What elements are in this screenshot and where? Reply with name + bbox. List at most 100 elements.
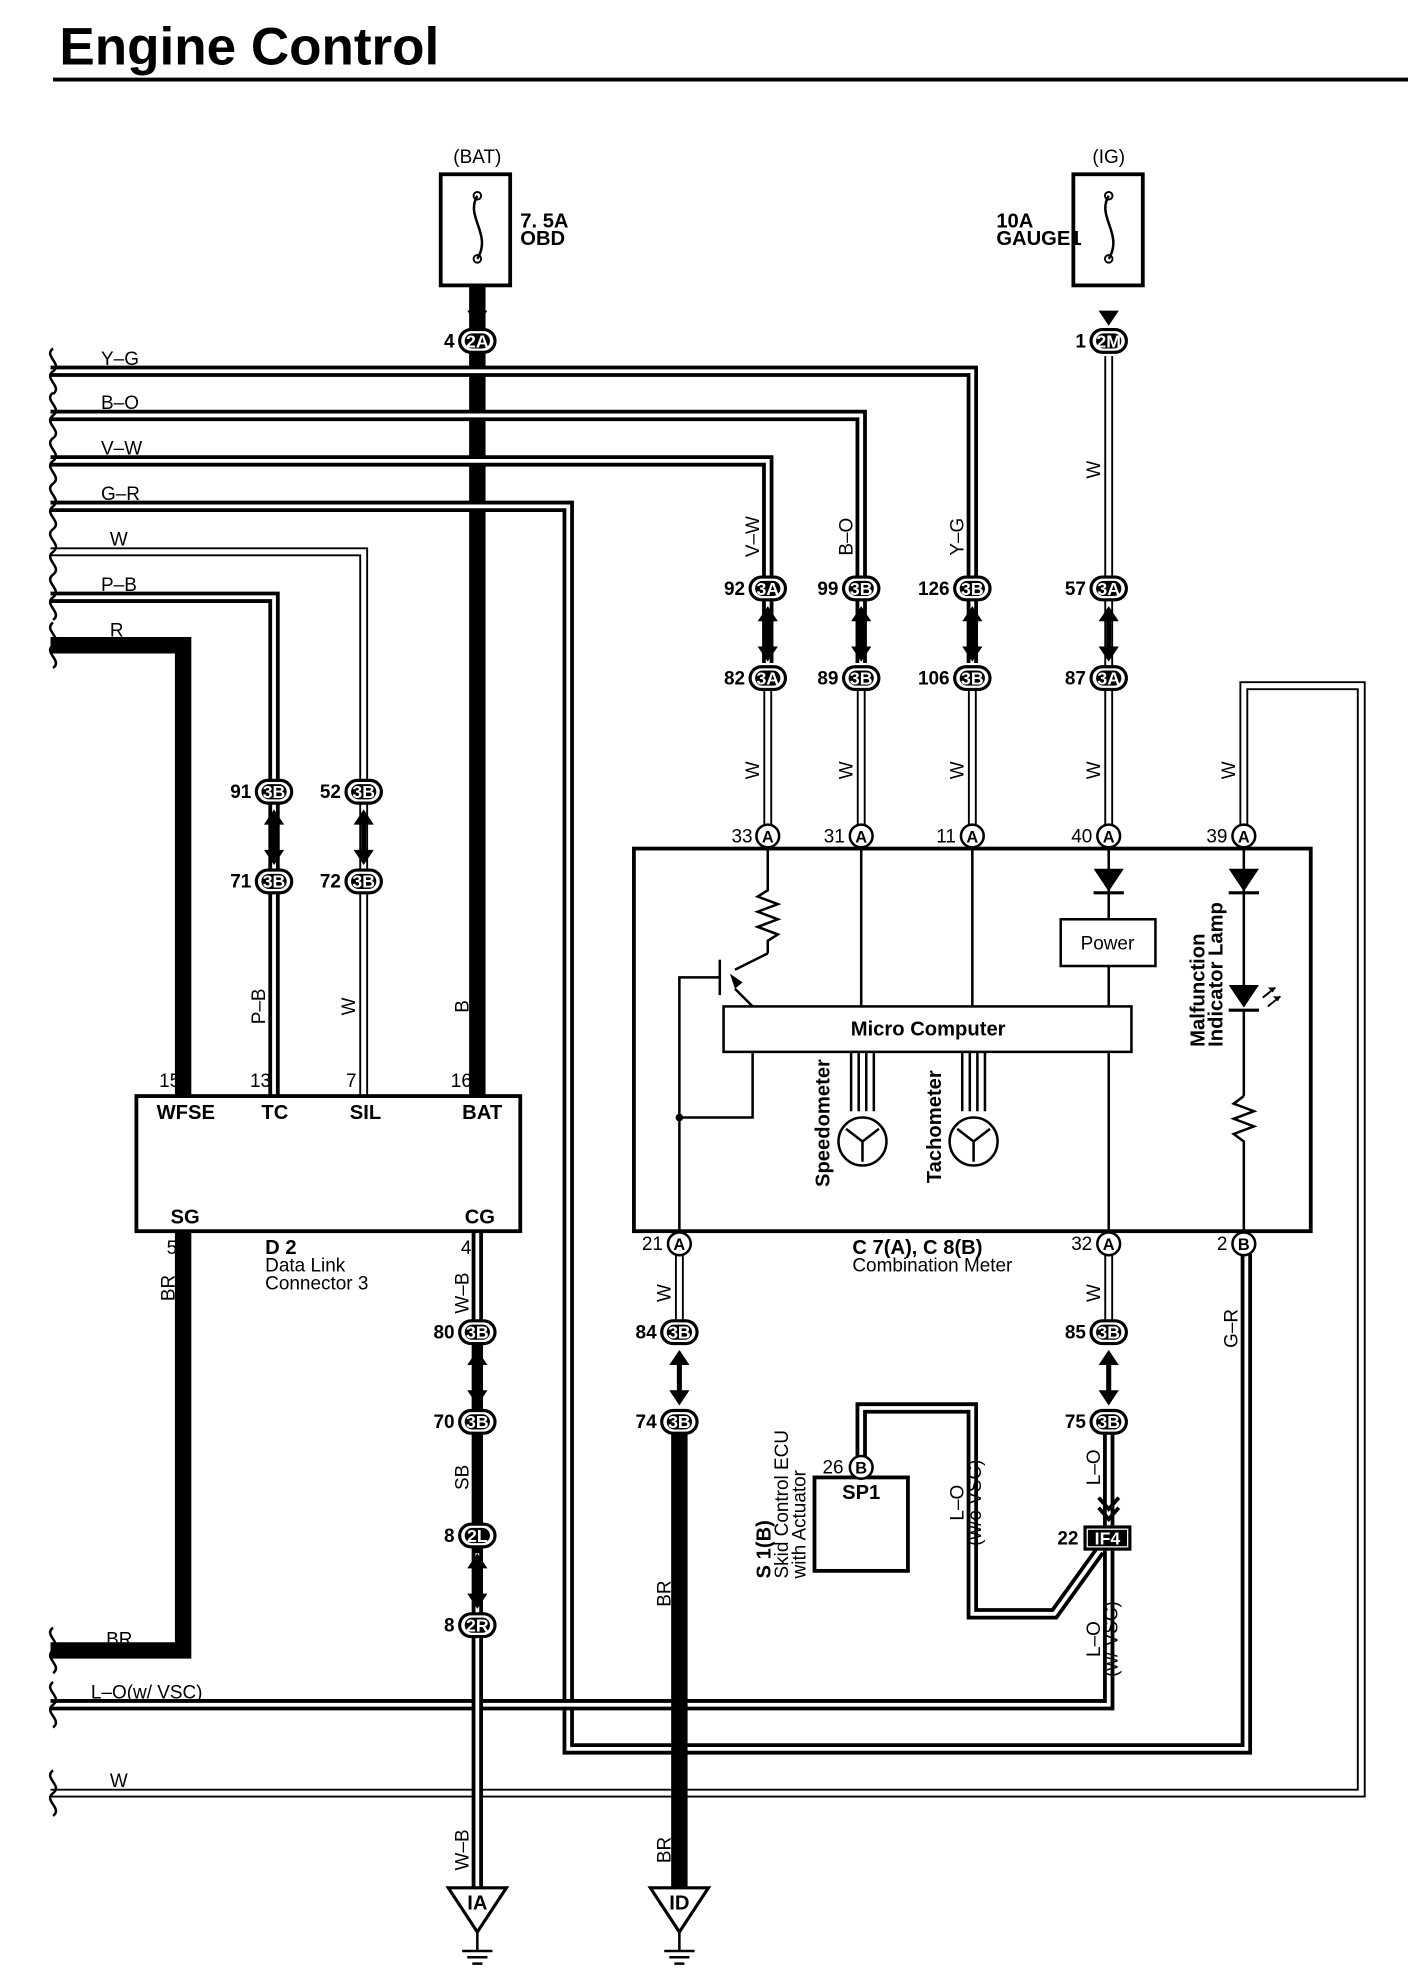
connector-code: 3B xyxy=(263,782,286,802)
connector-code: 3B xyxy=(352,782,375,802)
connector-code: 3B xyxy=(1097,1323,1120,1343)
connector-code: 3B xyxy=(668,1412,691,1432)
wire-label-yg: Y–G xyxy=(947,518,968,556)
wire-label-lo-top: L–O xyxy=(1084,1449,1105,1485)
meter-pin-2: B xyxy=(1231,1231,1257,1257)
wire-label-lo-w: L–O xyxy=(1084,1621,1105,1657)
dlc-pin-num-15: 15 xyxy=(159,1071,180,1092)
connector-52-3b: 3B 52 xyxy=(320,778,383,805)
meter-pin-40: A xyxy=(1096,823,1122,849)
meter-name: Combination Meter xyxy=(852,1256,1012,1277)
micro-computer-label: Micro Computer xyxy=(851,1018,1006,1040)
connector-pin-number: 22 xyxy=(1057,1528,1078,1549)
chevron-down-icon xyxy=(1097,1506,1121,1522)
diode-icon-mil xyxy=(1228,868,1259,892)
wire-label-v-w: V–W xyxy=(101,439,142,460)
diode-icon-power xyxy=(1093,868,1124,892)
connector-80-3b: 3B 80 xyxy=(434,1319,497,1346)
wire-label-l-o-vsc: L–O(w/ VSC) xyxy=(91,1682,203,1703)
meter-pin-num-32: 32 xyxy=(1071,1234,1092,1255)
tachometer-icon xyxy=(948,1116,999,1167)
wire-break-icon xyxy=(48,391,58,440)
arrow-down-icon xyxy=(263,849,285,865)
wire-label-y-g: Y–G xyxy=(101,349,139,370)
connector-pin-number: 89 xyxy=(817,668,838,689)
wire-label-w32: W xyxy=(1084,1284,1105,1302)
connector-pin-number: 52 xyxy=(320,782,341,803)
wire-label-br-left: BR xyxy=(158,1275,179,1301)
connector-4-2a: 2A4 xyxy=(444,328,497,354)
wire-label-w31: W xyxy=(836,761,857,779)
connector-code: 3B xyxy=(850,579,873,599)
chevron-down-icon xyxy=(1097,1496,1121,1512)
connector-pin-number: 74 xyxy=(636,1412,658,1433)
wire-break-icon xyxy=(48,347,58,395)
meter-pin-num-33: 33 xyxy=(732,826,753,847)
meter-pin-num-31: 31 xyxy=(824,826,845,847)
connector-pin-number: 8 xyxy=(444,1526,455,1547)
fuse-gauge1-source: (IG) xyxy=(1092,147,1125,168)
connector-57-3a: 3A 57 xyxy=(1065,575,1128,602)
svg-text:A: A xyxy=(673,1236,685,1254)
skid-name-2: with Actuator xyxy=(790,1470,811,1579)
transistor-emitter-icon xyxy=(729,973,743,989)
arrow-down-icon xyxy=(1098,646,1119,662)
meter-pin-num-2: 2 xyxy=(1217,1234,1228,1255)
connector-pin-number: 80 xyxy=(434,1323,455,1344)
connector-pin-number: 87 xyxy=(1065,668,1086,689)
ground-ia-label: IA xyxy=(467,1892,488,1914)
meter-pin-num-39: 39 xyxy=(1206,826,1227,847)
connector-code: 2R xyxy=(466,1615,489,1635)
connector-pin-number: 57 xyxy=(1065,579,1086,600)
meter-pin-39: A xyxy=(1231,823,1257,849)
left-wire-labels: Y–G B–O V–W G–R W P–B R BR L–O(w/ VSC) W xyxy=(91,349,203,1792)
connector-pin-number: 82 xyxy=(724,668,745,689)
ground-id-label: ID xyxy=(669,1892,689,1914)
wire-label-b-o: B–O xyxy=(101,393,139,414)
meter-pin-num-11: 11 xyxy=(936,826,956,847)
wire-break-icon xyxy=(48,1769,58,1817)
connector-8-2r: 2R8 xyxy=(444,1612,497,1639)
mil-label-1: Malfunction xyxy=(1188,934,1210,1047)
svg-text:B: B xyxy=(1238,1236,1250,1254)
connector-code: 3B xyxy=(961,668,984,688)
wire-label-gr-right: G–R xyxy=(1222,1309,1243,1348)
connector-code: 3B xyxy=(263,872,286,892)
dlc-pin-num-16: 16 xyxy=(451,1071,472,1092)
speedometer-icon xyxy=(837,1116,888,1167)
dlc-pin-num-4: 4 xyxy=(461,1238,472,1259)
connector-pin-number: 91 xyxy=(230,782,251,803)
connector-pin-number: 70 xyxy=(434,1412,455,1433)
meter-pin-num-40: 40 xyxy=(1071,826,1092,847)
connector-pin-number: 75 xyxy=(1065,1412,1086,1433)
connector-code: 3B xyxy=(466,1323,489,1343)
dlc-pin-cg: CG xyxy=(465,1207,495,1229)
wire-break-icon xyxy=(48,573,58,622)
connector-code: 3A xyxy=(1097,579,1120,599)
dlc-pin-bat: BAT xyxy=(462,1102,503,1124)
arrow-down-icon xyxy=(1098,1390,1119,1406)
wire-break-icon xyxy=(48,482,58,531)
arrow-down-icon xyxy=(669,1390,690,1406)
dlc-pin-sg: SG xyxy=(170,1207,199,1229)
wire-label-wb-bot: W–B xyxy=(452,1829,473,1870)
dlc-pin-num-13: 13 xyxy=(250,1071,271,1092)
svg-text:A: A xyxy=(855,828,867,846)
wire-label-w-ig: W xyxy=(1084,461,1105,479)
connector-74-3b: 3B 74 xyxy=(636,1408,699,1435)
connector-code: 3B xyxy=(961,579,984,599)
wire-break-icon xyxy=(48,437,58,485)
svg-text:A: A xyxy=(762,828,774,846)
wire-label-w11: W xyxy=(947,761,968,779)
connector-pin-number: 71 xyxy=(230,872,251,893)
connector-pin-number: 106 xyxy=(918,668,950,689)
wire-label-b-bat: B xyxy=(452,1000,473,1013)
